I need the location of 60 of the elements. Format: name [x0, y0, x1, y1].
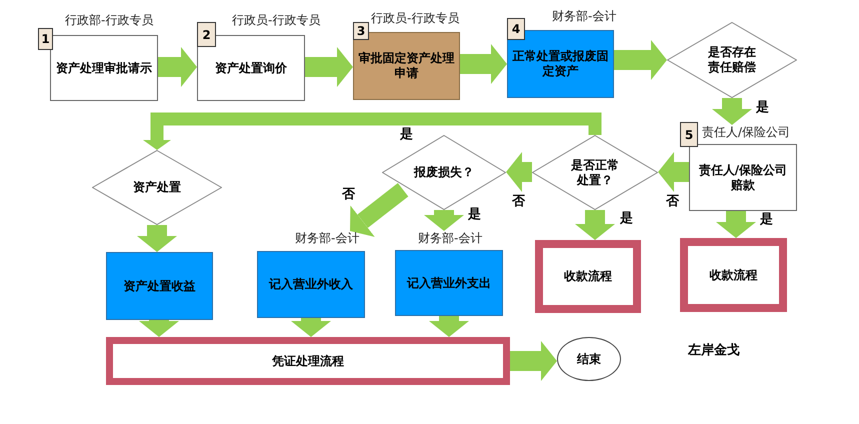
subprocess-box [535, 240, 641, 313]
edge-label: 否 [342, 188, 355, 202]
decision-diamond [532, 135, 658, 210]
arrow [712, 98, 752, 125]
arrow [506, 152, 532, 192]
edge-label: 是 [756, 101, 769, 115]
node-text: 是否正常处置？ [570, 158, 620, 188]
node-text: 记入营业外支出 [407, 276, 491, 290]
node-text: 审批固定资产处理申请 [358, 51, 456, 81]
step-number: 2 [197, 22, 216, 47]
edge-label: 是 [468, 208, 481, 222]
arrow [291, 318, 331, 337]
node-text: 记入营业外收入 [269, 277, 353, 292]
node-text: 凭证处理流程 [272, 354, 344, 368]
node-text: 是否存在责任赔偿 [707, 45, 757, 75]
arrow [658, 152, 689, 192]
role-label: 行政部-行政专员 [65, 13, 154, 27]
role-label: 财务部-会计 [552, 9, 616, 23]
step-number: 5 [680, 122, 698, 147]
arrow [143, 112, 602, 150]
arrow [510, 341, 557, 381]
arrow [575, 210, 615, 240]
role-label: 行政员-行政专员 [371, 11, 460, 25]
decision-diamond [667, 22, 797, 98]
node-text: 资产处置收益 [124, 278, 196, 294]
arrow [305, 47, 353, 87]
decision-diamond [92, 150, 222, 225]
node-text: 资产处置 [132, 180, 182, 195]
node-text: 资产处理审批请示 [56, 60, 152, 76]
edge-label: 是 [620, 212, 633, 226]
role-label: 责任人/保险公司 [702, 125, 790, 139]
arrow [158, 47, 197, 87]
node-text: 收款流程 [564, 269, 612, 284]
role-label: 财务部-会计 [418, 231, 482, 245]
node-text: 责任人/保险公司赔款 [698, 162, 788, 192]
arrow [137, 225, 177, 252]
subprocess-box [106, 337, 510, 385]
edge-label: 是 [400, 128, 413, 142]
edge-label: 否 [512, 195, 525, 209]
node-text: 正常处置或报废固定资产 [512, 49, 610, 79]
node-text: 结束 [577, 352, 601, 366]
subprocess-box [680, 238, 787, 312]
edge-label: 否 [666, 195, 679, 209]
arrow [614, 40, 667, 80]
arrow [429, 316, 469, 337]
step-number: 1 [38, 28, 53, 50]
process-box [106, 252, 213, 320]
step-number: 4 [507, 18, 525, 40]
role-label: 财务部-会计 [295, 231, 360, 245]
node-text: 收款流程 [710, 268, 758, 282]
arrow [424, 210, 464, 231]
node-text: 报废损失？ [412, 165, 475, 180]
arrow [139, 320, 179, 337]
edge-label: 是 [760, 213, 773, 227]
step-number: 3 [353, 22, 369, 40]
role-label: 行政员-行政专员 [232, 13, 320, 27]
author-label: 左岸金戈 [688, 343, 740, 358]
arrow [716, 211, 756, 238]
arrow [460, 44, 507, 84]
node-text: 资产处置询价 [215, 60, 287, 76]
